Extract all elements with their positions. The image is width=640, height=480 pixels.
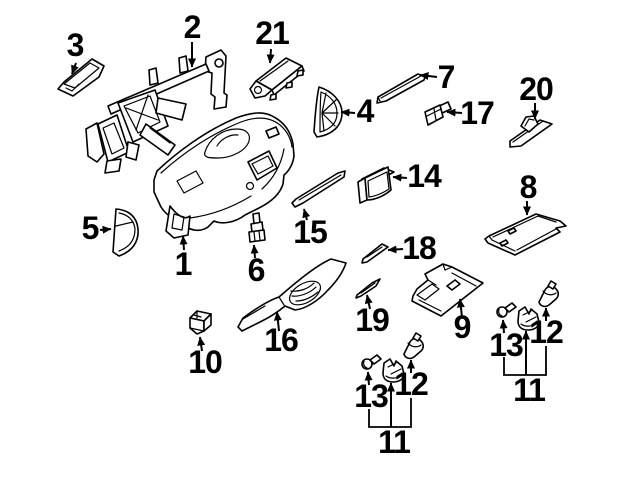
callout-label-17: 17	[460, 95, 495, 131]
part-drawing-3-cover-strip	[57, 58, 105, 97]
part-drawing-15-sill-trim	[291, 170, 346, 208]
callout-arrows	[71, 42, 539, 352]
callout-label-13-left: 13	[354, 378, 389, 414]
part-drawing-2-crossbeam	[85, 49, 228, 174]
callout-label-10: 10	[188, 344, 223, 380]
callout-label-20: 20	[519, 71, 554, 107]
callout-label-9: 9	[453, 309, 472, 345]
part-drawing-6-bulb	[248, 212, 266, 243]
part-drawing-17-clip	[424, 101, 452, 126]
part-drawing-16-defroster-trim	[237, 258, 347, 332]
part-drawing-19-cover	[355, 278, 381, 299]
callout-label-1: 1	[174, 246, 193, 282]
callout-label-14: 14	[407, 158, 442, 194]
part-drawing-9-bracket-plate	[411, 263, 484, 317]
part-drawing-5-end-cap	[112, 208, 139, 257]
part-drawing-20-bracket	[509, 115, 553, 148]
callout-label-2: 2	[183, 9, 202, 45]
callout-label-13-right: 13	[489, 327, 524, 363]
part-drawing-10-clip	[189, 310, 212, 335]
part-drawing-1-instrument-panel	[153, 112, 295, 239]
callout-label-6: 6	[247, 252, 266, 288]
part-drawing-18-cover	[361, 243, 389, 264]
callout-label-15: 15	[293, 214, 328, 250]
part-drawing-8-panel	[484, 213, 567, 256]
callout-label-18: 18	[402, 230, 437, 266]
callout-label-11-left: 11	[378, 424, 411, 460]
part-drawing-4-vent-grille	[313, 86, 343, 138]
lamp-cluster-left	[361, 332, 425, 428]
callout-label-5: 5	[81, 210, 100, 246]
callout-label-11-right: 11	[513, 372, 546, 408]
callout-label-16: 16	[264, 322, 299, 358]
part-drawing-21-module-box	[249, 57, 305, 101]
callout-label-4: 4	[356, 93, 375, 129]
callout-label-12-left: 12	[394, 366, 429, 402]
callout-label-19: 19	[355, 302, 390, 338]
callout-label-3: 3	[66, 27, 85, 63]
callout-label-21: 21	[255, 15, 290, 51]
part-drawing-14-pocket	[357, 166, 395, 204]
part-drawing-7-trim-strip	[376, 73, 426, 104]
callout-label-8: 8	[519, 169, 538, 205]
callout-label-12-right: 12	[529, 314, 564, 350]
callout-label-7: 7	[437, 59, 456, 95]
